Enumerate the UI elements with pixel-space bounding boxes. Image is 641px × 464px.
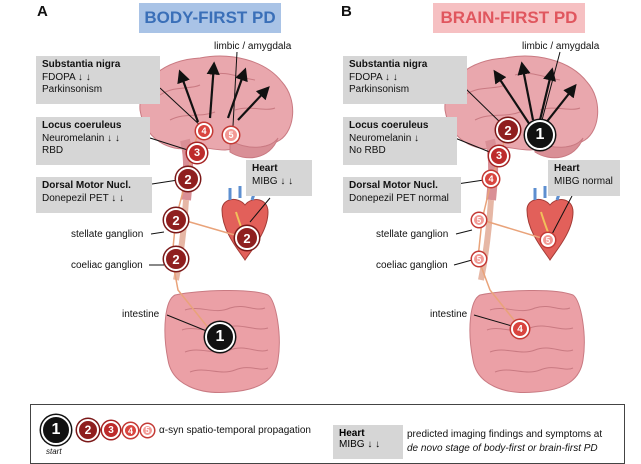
panel-a-limbic-label: limbic / amygdala: [214, 41, 292, 52]
figure: A BODY-FIRST PD limbic / amygdala Substa…: [30, 3, 625, 464]
sn-heading: Substantia nigra: [349, 59, 428, 70]
panel-a-heart-box: Heart MIBG ↓ ↓: [246, 160, 312, 196]
panel-a-locus-coeruleus-box: Locus coeruleus Neuromelanin ↓ ↓ RBD: [36, 117, 150, 165]
panel-b-stellate-label: stellate ganglion: [376, 229, 449, 240]
panel-a-node-limbic: 5: [223, 127, 239, 143]
panel-b-locus-coeruleus-box: Locus coeruleus Neuromelanin ↓ No RBD: [343, 117, 457, 165]
lc-heading: Locus coeruleus: [42, 120, 122, 131]
sn-line1: FDOPA ↓ ↓: [349, 71, 398, 83]
legend-start-label: start: [46, 447, 62, 456]
dmn-heading: Dorsal Motor Nucl.: [349, 180, 438, 191]
panel-a-title: BODY-FIRST PD: [139, 3, 281, 33]
dmn-heading: Dorsal Motor Nucl.: [42, 180, 131, 191]
panel-b-dorsal-motor-box: Dorsal Motor Nucl. Donepezil PET normal: [343, 177, 461, 213]
legend-heart-line: MIBG ↓ ↓: [339, 439, 381, 450]
lc-line1: Neuromelanin ↓: [349, 132, 420, 144]
heart-heading: Heart: [252, 163, 278, 174]
panel-b-intestine: [469, 290, 585, 394]
panel-b-substantia-nigra-box: Substantia nigra FDOPA ↓ ↓ Parkinsonism: [343, 56, 467, 104]
heart-line1: MIBG normal: [554, 175, 613, 187]
panel-b-intestine-label: intestine: [430, 309, 468, 320]
lc-line1: Neuromelanin ↓ ↓: [42, 132, 120, 144]
dmn-line1: Donepezil PET normal: [349, 192, 449, 204]
legend-box: 1 2 3 4 5 α-syn spatio-temporal propagat…: [30, 404, 625, 464]
panel-a-intestine-label: intestine: [122, 309, 160, 320]
sn-line1: FDOPA ↓ ↓: [42, 71, 91, 83]
sn-line2: Parkinsonism: [349, 84, 410, 95]
panel-b-node-limbic: 1: [525, 120, 555, 150]
heart-heading: Heart: [554, 163, 580, 174]
panel-b-title: BRAIN-FIRST PD: [433, 3, 585, 33]
lc-line2: RBD: [42, 145, 64, 156]
legend-heart-heading: Heart: [339, 428, 365, 439]
panel-b-node-locus-coeruleus: 3: [489, 146, 509, 166]
panel-a-stellate-label: stellate ganglion: [71, 229, 144, 240]
sn-line2: Parkinsonism: [42, 84, 103, 95]
panel-b-node-coeliac: 5: [472, 252, 486, 266]
legend-node-2: 2: [77, 419, 99, 441]
panel-b-node-substantia-nigra: 2: [496, 118, 520, 142]
anatomy-illustration: [139, 51, 599, 394]
legend-node-5: 5: [141, 424, 154, 437]
lc-line2: No RBD: [349, 145, 386, 156]
panel-a-node-substantia-nigra: 4: [196, 123, 212, 139]
panel-a-node-coeliac: 2: [164, 247, 188, 271]
panel-b-heart: [526, 186, 574, 261]
panel-a-node-intestine: 1: [205, 322, 235, 352]
panel-b-heart-box: Heart MIBG normal: [548, 160, 620, 196]
panel-b-spine: [478, 199, 494, 281]
panel-b-letter: B: [341, 3, 352, 20]
dmn-line1: Donepezil PET ↓ ↓: [42, 192, 125, 204]
panel-a-node-dorsal-motor: 2: [176, 167, 200, 191]
panel-a-spine: [173, 199, 189, 281]
legend-node-4: 4: [123, 423, 138, 438]
panel-b-node-intestine: 4: [511, 320, 529, 338]
panel-a-coeliac-label: coeliac ganglion: [71, 260, 143, 271]
panel-a-substantia-nigra-box: Substantia nigra FDOPA ↓ ↓ Parkinsonism: [36, 56, 160, 104]
legend-propagation-text: α-syn spatio-temporal propagation: [159, 425, 311, 436]
panel-a-dorsal-motor-box: Dorsal Motor Nucl. Donepezil PET ↓ ↓: [36, 177, 152, 213]
legend-node-3: 3: [102, 421, 120, 439]
panel-b-limbic-label: limbic / amygdala: [522, 41, 600, 52]
panel-a-node-locus-coeruleus: 3: [187, 143, 207, 163]
legend-predicted-line1: predicted imaging findings and symptoms …: [407, 429, 603, 440]
panel-b-node-dorsal-motor: 4: [483, 171, 499, 187]
sn-heading: Substantia nigra: [42, 59, 121, 70]
panel-b-brain: [444, 55, 599, 201]
panel-a-letter: A: [37, 3, 48, 20]
panel-a-node-heart: 2: [235, 226, 259, 250]
lc-heading: Locus coeruleus: [349, 120, 429, 131]
heart-line1: MIBG ↓ ↓: [252, 175, 294, 187]
panel-b-coeliac-label: coeliac ganglion: [376, 260, 448, 271]
legend-heart-box: Heart MIBG ↓ ↓: [333, 425, 403, 459]
legend-node-1: 1: [41, 415, 71, 445]
panel-b-node-stellate: 5: [472, 213, 486, 227]
legend-predicted-line2: de novo stage of body-first or brain-fir…: [407, 443, 598, 454]
panel-b-node-heart: 5: [541, 233, 555, 247]
panel-a-node-stellate: 2: [164, 208, 188, 232]
